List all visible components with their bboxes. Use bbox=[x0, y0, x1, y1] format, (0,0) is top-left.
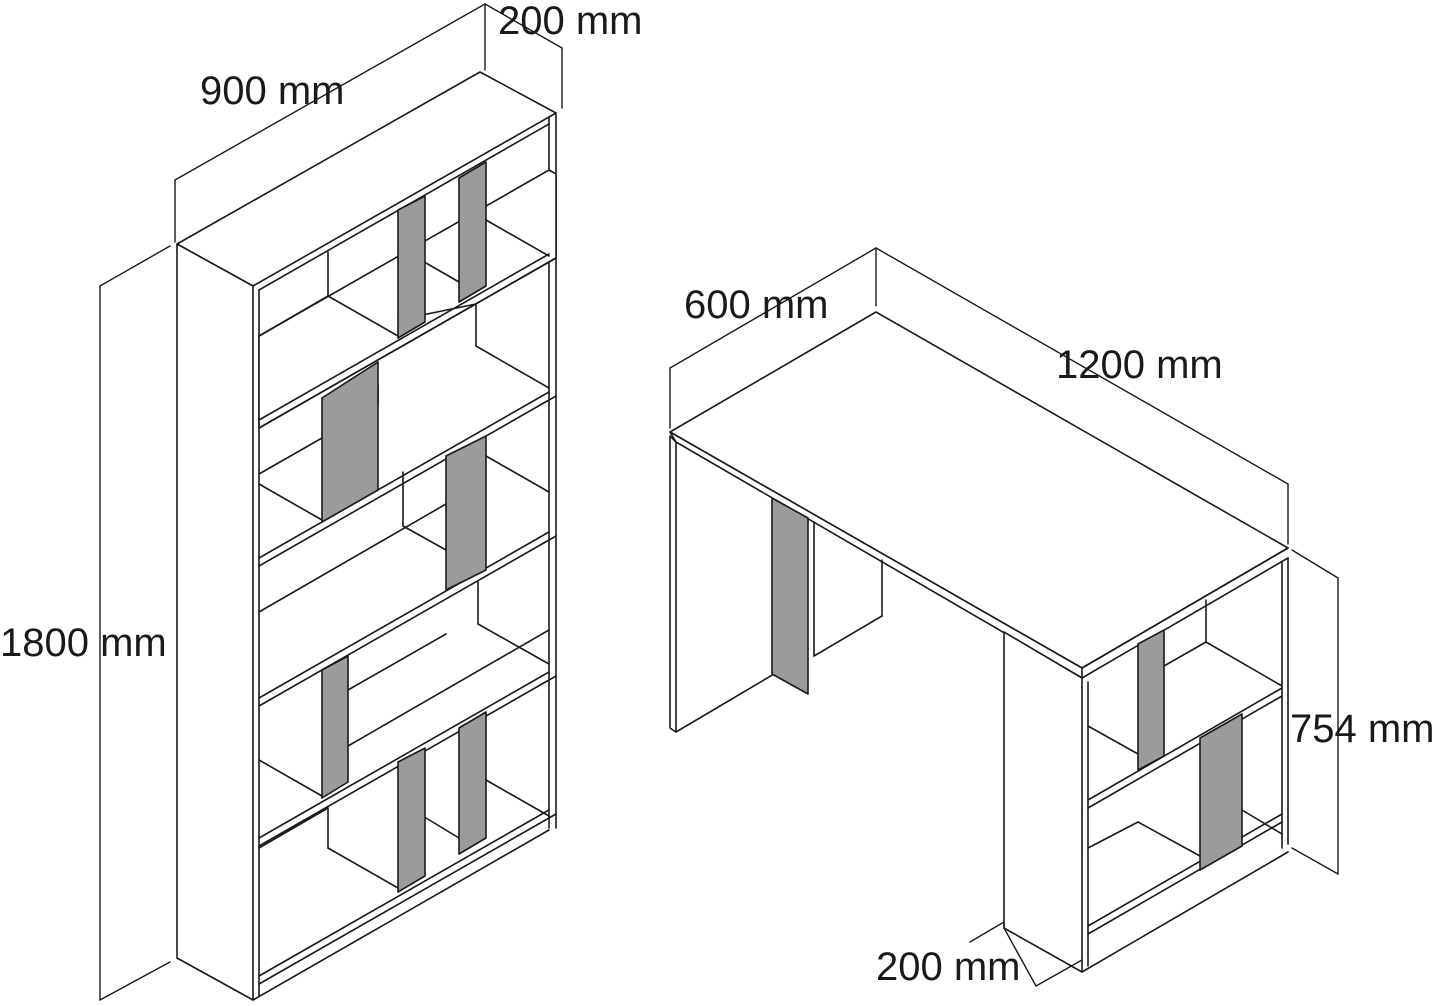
desk-dimensions bbox=[669, 247, 1339, 987]
desk-pedestal-divider-lower bbox=[1199, 713, 1243, 871]
bookcase-dimensions bbox=[99, 3, 563, 1001]
desk-height-label: 754 mm bbox=[1290, 707, 1435, 751]
bookcase-depth-label: 200 mm bbox=[498, 0, 643, 43]
bookcase-side-panel bbox=[176, 243, 254, 1001]
desk-pedestal-side bbox=[1003, 631, 1083, 973]
desk-width-label: 1200 mm bbox=[1056, 343, 1223, 387]
bookcase bbox=[176, 71, 557, 1001]
desk-left-divider bbox=[771, 497, 809, 695]
bookcase-compartments bbox=[258, 219, 550, 889]
bookcase-height-label: 1800 mm bbox=[0, 621, 167, 665]
desk-leg-label: 200 mm bbox=[876, 945, 1021, 989]
bookcase-dividers bbox=[321, 161, 487, 893]
bookcase-width-label: 900 mm bbox=[200, 69, 345, 113]
desk-pedestal-divider-upper bbox=[1137, 629, 1165, 771]
desk bbox=[669, 311, 1289, 973]
desk-depth-label: 600 mm bbox=[684, 283, 829, 327]
desk-left-leg bbox=[669, 435, 677, 733]
